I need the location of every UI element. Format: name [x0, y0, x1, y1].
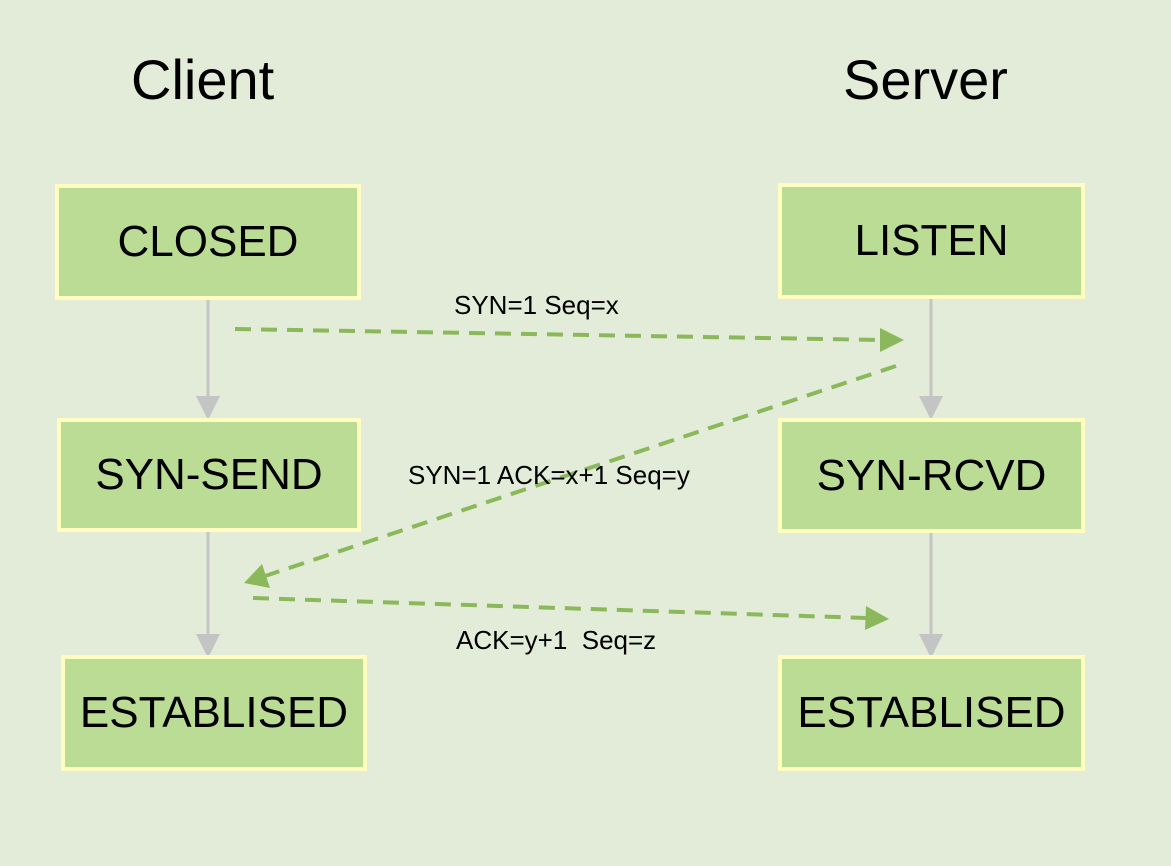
server-state-syn-rcvd: SYN-RCVD — [778, 418, 1085, 533]
client-state-established: ESTABLISED — [61, 655, 367, 771]
client-state-closed: CLOSED — [55, 184, 361, 300]
server-heading: Server — [843, 48, 1008, 111]
message-label-syn-ack: SYN=1 ACK=x+1 Seq=y — [408, 460, 690, 490]
message-arrows — [234, 327, 904, 630]
message-arrow-ack — [252, 596, 867, 620]
server-state-listen: LISTEN — [778, 183, 1085, 299]
transition-arrowhead — [196, 634, 220, 658]
message-arrow-syn — [234, 327, 883, 342]
server-transitions — [919, 298, 943, 658]
client-heading: Client — [131, 48, 275, 111]
message-label-ack: ACK=y+1 Seq=z — [456, 625, 657, 655]
transition-arrowhead — [919, 396, 943, 420]
message-arrowhead-syn-ack — [244, 564, 270, 588]
message-label-syn: SYN=1 Seq=x — [454, 290, 619, 320]
transition-arrowhead — [919, 634, 943, 658]
message-arrowhead-syn — [880, 328, 904, 352]
client-state-syn-send: SYN-SEND — [57, 418, 361, 532]
client-transitions — [196, 298, 220, 658]
transition-arrowhead — [196, 396, 220, 420]
message-arrow-syn-ack — [264, 364, 897, 578]
message-arrowhead-ack — [865, 606, 889, 630]
server-state-established: ESTABLISED — [778, 655, 1085, 771]
